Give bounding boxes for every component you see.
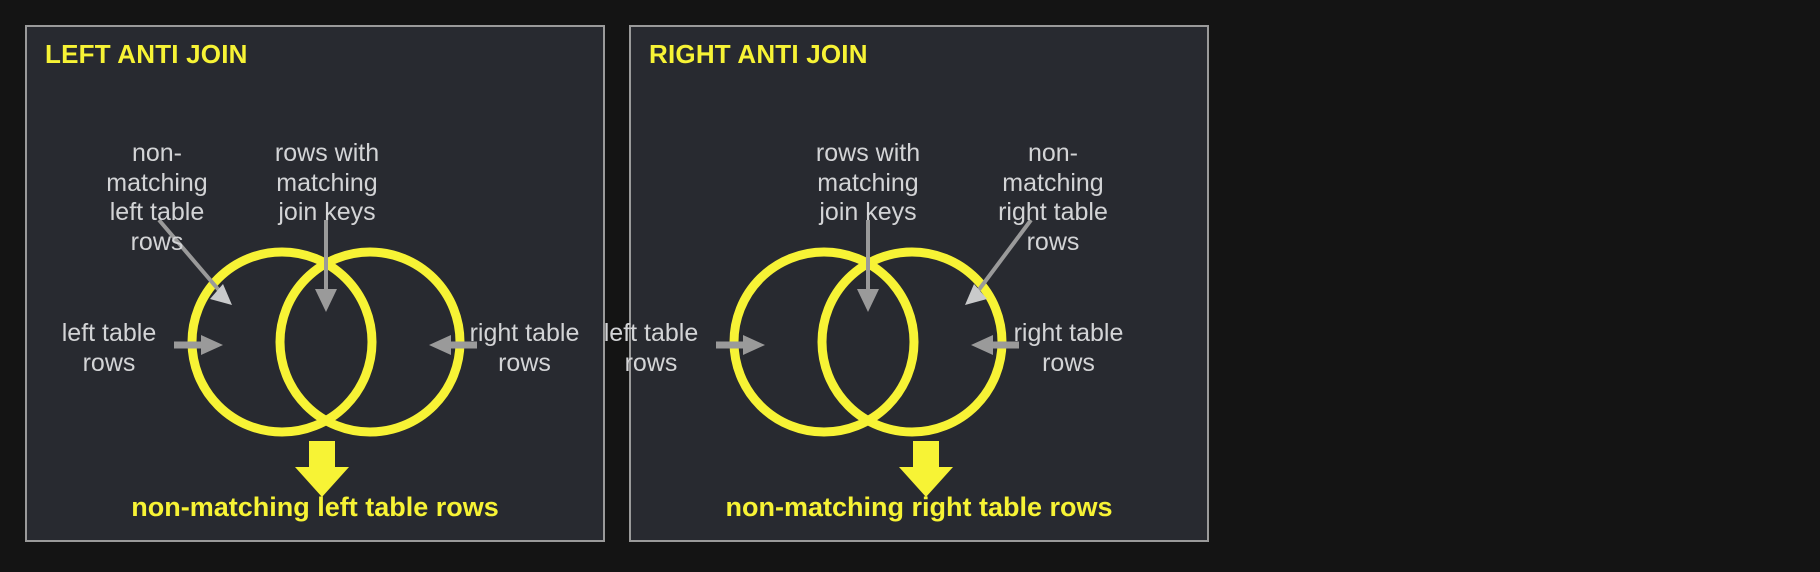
- annotation-left-side-left: left table rows: [61, 319, 157, 377]
- annotation-left-top-left: non- matching left table rows: [106, 139, 208, 256]
- leader-arrow-matching-keys: [315, 220, 337, 312]
- venn-diagram-left: non- matching left table rows rows with …: [27, 27, 603, 540]
- result-down-arrow: [899, 441, 953, 497]
- panel-left-anti-join: LEFT ANTI JOIN: [25, 25, 605, 542]
- venn-svg-left: [157, 218, 477, 497]
- panel-title-right: RIGHT ANTI JOIN: [649, 39, 868, 69]
- venn-diagram-right: rows with matching join keys non- matchi…: [604, 27, 1207, 540]
- result-label-right: non-matching right table rows: [725, 492, 1113, 522]
- annotation-right-side-left: left table rows: [603, 319, 699, 377]
- side-arrow-right-table: [429, 335, 477, 355]
- side-arrow-right-table: [971, 335, 1019, 355]
- leader-arrow-right-only: [965, 218, 1033, 305]
- result-down-arrow: [295, 441, 349, 497]
- side-arrow-left-table: [716, 335, 765, 355]
- panel-title-left: LEFT ANTI JOIN: [45, 39, 248, 69]
- annotation-right-side-right: right table rows: [1013, 319, 1124, 377]
- leader-arrow-matching-keys: [857, 220, 879, 312]
- annotation-left-side-right: right table rows: [469, 319, 580, 377]
- panel-right-anti-join: RIGHT ANTI JOIN: [604, 25, 1209, 542]
- annotation-right-top-left: rows with matching join keys: [815, 139, 921, 226]
- result-label-left: non-matching left table rows: [131, 492, 499, 522]
- annotation-left-top-right: rows with matching join keys: [274, 139, 380, 226]
- leader-arrow-left-only: [157, 218, 232, 305]
- side-arrow-left-table: [174, 335, 223, 355]
- annotation-right-top-right: non- matching right table rows: [998, 139, 1108, 256]
- venn-svg-right: [716, 218, 1033, 497]
